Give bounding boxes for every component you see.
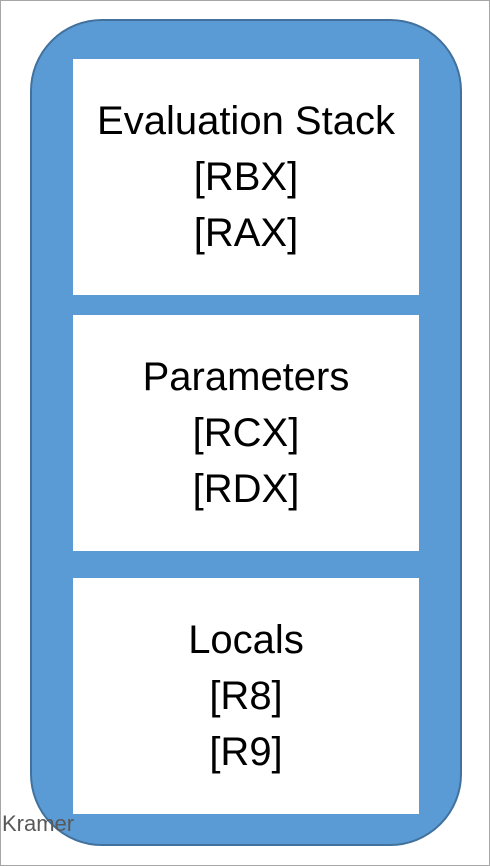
evaluation-stack-panel: Evaluation Stack [RBX] [RAX] bbox=[73, 59, 419, 295]
register-rcx: [RCX] bbox=[192, 411, 300, 455]
register-rbx: [RBX] bbox=[193, 155, 299, 199]
register-r8: [R8] bbox=[209, 674, 283, 718]
author-label: Kramer bbox=[2, 811, 75, 836]
register-rdx: [RDX] bbox=[192, 467, 300, 511]
evaluation-stack-title: Evaluation Stack bbox=[97, 99, 395, 143]
parameters-panel: Parameters [RCX] [RDX] bbox=[73, 315, 419, 551]
register-r9: [R9] bbox=[209, 730, 283, 774]
parameters-title: Parameters bbox=[142, 355, 350, 399]
locals-title: Locals bbox=[188, 618, 304, 662]
locals-panel: Locals [R8] [R9] bbox=[73, 578, 419, 814]
register-rax: [RAX] bbox=[193, 211, 299, 255]
